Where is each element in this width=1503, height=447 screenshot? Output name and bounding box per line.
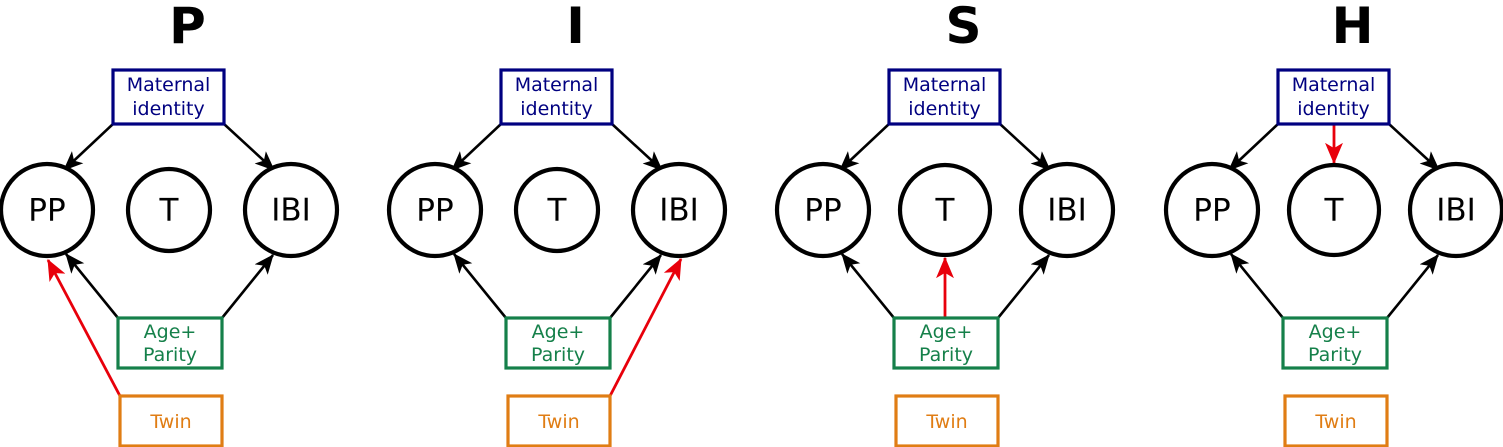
panel-p-graph: PP T IBI Maternal identity Age+ Parity T…	[0, 68, 340, 447]
panel-title-s: S	[945, 0, 982, 55]
edge-twin-to-pp-highlight	[46, 259, 122, 397]
box-age-parity[interactable]	[1281, 316, 1389, 370]
node-t-label: T	[159, 193, 180, 229]
box-maternal-identity[interactable]	[111, 68, 226, 126]
node-ibi[interactable]	[1407, 161, 1503, 259]
node-ibi-label: IBI	[659, 193, 699, 229]
node-t[interactable]	[513, 166, 601, 254]
box-maternal-line2: identity	[1297, 98, 1370, 120]
edge-age-to-pp	[452, 253, 508, 319]
node-pp[interactable]	[386, 161, 484, 259]
edge-age-to-ibi	[608, 254, 663, 319]
box-twin-label: Twin	[925, 411, 967, 433]
box-twin-label: Twin	[149, 411, 191, 433]
node-pp[interactable]	[0, 161, 96, 259]
node-t[interactable]	[897, 162, 993, 258]
panel-p: P PP T IBI	[0, 0, 375, 447]
node-t-label: T	[1324, 193, 1345, 229]
node-pp-label: PP	[28, 193, 65, 229]
panel-s: S PP T IBI Maternal identit	[774, 0, 1151, 447]
node-ibi[interactable]	[242, 161, 340, 259]
box-twin-label: Twin	[537, 411, 579, 433]
node-pp-label: PP	[1193, 193, 1230, 229]
node-ibi-label: IBI	[271, 193, 311, 229]
edge-age-to-pp	[840, 253, 896, 319]
box-maternal-identity[interactable]	[887, 68, 1002, 126]
box-maternal-identity[interactable]	[499, 68, 614, 126]
edge-age-to-ibi	[220, 254, 275, 319]
node-t-label: T	[935, 193, 956, 229]
box-maternal-line2: identity	[132, 98, 205, 120]
node-pp[interactable]	[1163, 161, 1261, 259]
box-twin[interactable]	[1283, 394, 1389, 447]
box-age-parity[interactable]	[504, 316, 612, 370]
edge-age-to-ibi	[996, 254, 1051, 319]
box-maternal-line1: Maternal	[1292, 74, 1376, 96]
edge-maternal-to-ibi	[1388, 123, 1440, 171]
box-maternal-line2: identity	[520, 98, 593, 120]
node-t[interactable]	[125, 166, 213, 254]
panel-title-p: P	[169, 0, 206, 55]
edge-maternal-to-ibi	[611, 123, 663, 171]
box-twin-label: Twin	[1314, 411, 1356, 433]
box-twin[interactable]	[118, 394, 224, 447]
box-age-line2: Parity	[1308, 344, 1362, 366]
box-age-line1: Age+	[1309, 321, 1362, 343]
box-age-line2: Parity	[143, 344, 197, 366]
edge-maternal-to-pp	[1228, 123, 1279, 171]
node-ibi-label: IBI	[1436, 193, 1476, 229]
edge-age-to-pp	[1229, 253, 1285, 319]
edge-age-to-pp	[64, 253, 120, 319]
box-age-line1: Age+	[920, 321, 973, 343]
box-maternal-line1: Maternal	[903, 74, 987, 96]
box-twin[interactable]	[894, 394, 1000, 447]
edge-maternal-to-pp	[839, 123, 890, 171]
panel-i-graph: PP T IBI Maternal identity Age+ Parity T…	[386, 68, 728, 447]
box-twin[interactable]	[506, 394, 612, 447]
box-age-line1: Age+	[144, 321, 197, 343]
edge-maternal-to-ibi	[223, 123, 275, 171]
node-ibi[interactable]	[630, 161, 728, 259]
node-ibi[interactable]	[1018, 161, 1116, 259]
panel-s-graph: PP T IBI Maternal identity Age+ Parity T…	[774, 68, 1116, 447]
box-maternal-line2: identity	[908, 98, 981, 120]
box-maternal-identity[interactable]	[1276, 68, 1391, 126]
node-ibi-label: IBI	[1047, 193, 1087, 229]
panel-title-h: H	[1331, 0, 1374, 55]
box-age-line2: Parity	[919, 344, 973, 366]
node-t-label: T	[547, 193, 568, 229]
edge-maternal-to-pp	[63, 123, 114, 171]
node-pp-label: PP	[416, 193, 453, 229]
panel-h-graph: PP T IBI Maternal identity Age+ Parity T…	[1163, 68, 1503, 447]
node-pp-label: PP	[804, 193, 841, 229]
node-t[interactable]	[1286, 162, 1382, 258]
box-age-parity[interactable]	[892, 316, 1000, 370]
box-age-line1: Age+	[532, 321, 585, 343]
edge-maternal-to-ibi	[999, 123, 1051, 171]
box-maternal-line1: Maternal	[127, 74, 211, 96]
box-maternal-line1: Maternal	[515, 74, 599, 96]
box-age-line2: Parity	[531, 344, 585, 366]
panel-i: I PP T IBI Maternal identit	[386, 0, 763, 447]
edge-twin-to-ibi-highlight	[608, 258, 683, 397]
edge-age-to-ibi	[1385, 254, 1440, 319]
panel-h: H PP T IBI Maternal identit	[1163, 0, 1503, 447]
node-pp[interactable]	[774, 161, 872, 259]
panel-title-i: I	[566, 0, 585, 55]
box-age-parity[interactable]	[116, 316, 224, 370]
edge-maternal-to-pp	[451, 123, 502, 171]
